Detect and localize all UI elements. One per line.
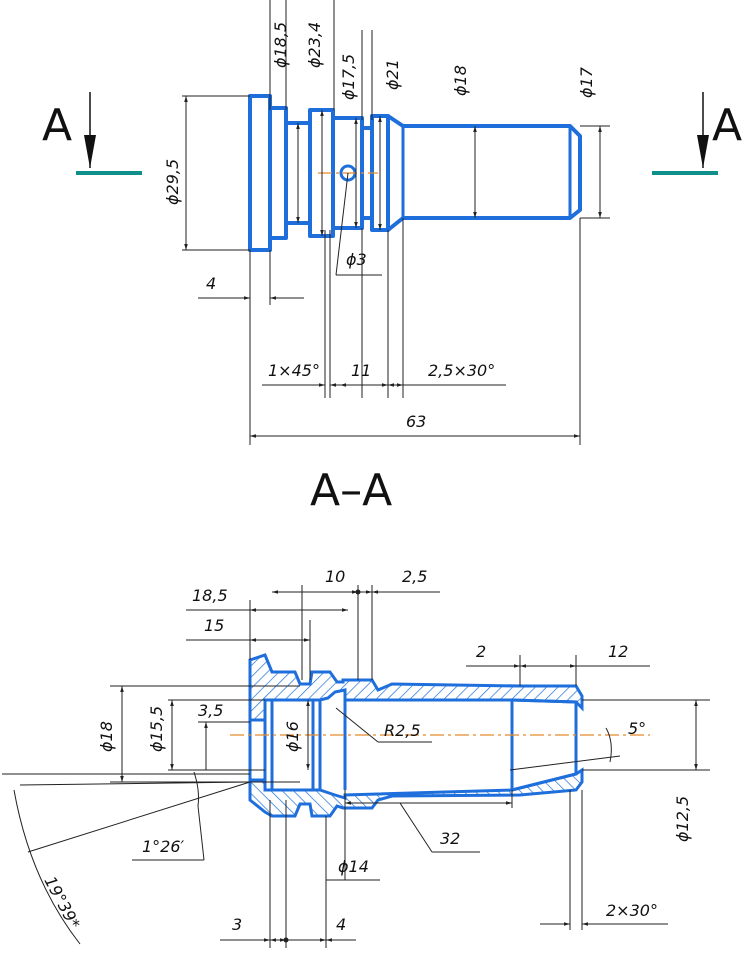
dim-chamfer-2x30-group: 2×30°	[540, 901, 668, 926]
marker-right-arrow-head	[697, 135, 709, 168]
angle-lines-section: 1°26′ 19°39*	[2, 771, 251, 945]
angle-5: 5°	[509, 719, 646, 771]
dim-len-10: 10	[325, 567, 345, 586]
dim-d3: ϕ3	[346, 250, 367, 269]
dim-chamfer-2-5x30: 2,5×30°	[428, 361, 495, 380]
dim-d12-5: ϕ12,5	[673, 796, 692, 842]
top-view: A A	[42, 0, 742, 445]
dim-ang-1-26: 1°26′	[142, 837, 185, 856]
dim-d18-5: ϕ18,5	[271, 22, 290, 68]
dim-section-len-4: 4	[336, 915, 346, 934]
part-outline-top	[248, 94, 582, 252]
dim-len-12: 12	[608, 642, 628, 661]
dim-d29-5: ϕ29,5	[163, 159, 182, 205]
diameter-dims-section: ϕ18 ϕ15,5 3,5 ϕ16 ϕ12,5	[97, 686, 698, 842]
dim-32: 32	[345, 801, 512, 853]
length-dims-section-bottom: 3 4	[220, 915, 356, 943]
dim-len-3-5: 3,5	[198, 701, 223, 720]
dim-d17-5: ϕ17,5	[339, 54, 358, 100]
section-title: A–A	[310, 465, 392, 516]
dim-d16: ϕ16	[283, 721, 302, 752]
diameter-dims-top: ϕ29,5 ϕ18,5 ϕ23,4 ϕ17,5 ϕ21 ϕ18 ϕ17	[163, 22, 602, 250]
dim-section-d18: ϕ18	[97, 721, 116, 752]
dim-d14-group: ϕ14	[326, 790, 380, 881]
dim-ang-5: 5°	[628, 719, 646, 738]
dim-len-32: 32	[440, 829, 460, 848]
leader-r2-5: R2,5	[335, 707, 432, 743]
section-marker-left: A	[42, 92, 142, 175]
length-dims-top: 4 1×45° 11 2,5×30° 63	[198, 274, 580, 438]
dim-chamfer-2x30: 2×30°	[606, 901, 658, 920]
section-marker-right: A	[652, 92, 742, 175]
extension-lines-top	[182, 0, 610, 445]
section-hatched-wall	[248, 653, 584, 818]
dim-len-2: 2	[476, 642, 486, 661]
dim-chamfer-1x45: 1×45°	[268, 361, 320, 380]
section-letter-left: A	[42, 100, 72, 151]
dim-d14: ϕ14	[338, 857, 369, 876]
dim-len-63: 63	[406, 412, 426, 431]
length-dims-section-top: 10 2,5 18,5 15 2 12	[186, 567, 650, 668]
extension-lines-section	[110, 585, 710, 948]
dim-d18: ϕ18	[451, 65, 470, 96]
dim-d23-4: ϕ23,4	[305, 22, 324, 68]
dim-len-18-5: 18,5	[192, 586, 228, 605]
section-view: 10 2,5 18,5 15 2 12 ϕ18 ϕ15,5 3,5	[2, 567, 710, 948]
section-letter-right: A	[712, 100, 742, 151]
dim-len-4: 4	[206, 274, 216, 293]
dim-len-11: 11	[351, 361, 371, 380]
dim-r2-5: R2,5	[384, 721, 421, 740]
dim-len-2-5: 2,5	[402, 567, 427, 586]
leader-d3: ϕ3	[335, 172, 382, 276]
dim-ang-19-39: 19°39*	[40, 873, 83, 932]
dim-d21: ϕ21	[383, 59, 402, 90]
dim-len-15: 15	[204, 616, 224, 635]
dim-d17: ϕ17	[577, 66, 596, 98]
dim-len-3: 3	[232, 915, 242, 934]
dim-d15-5: ϕ15,5	[147, 706, 166, 752]
marker-left-arrow-head	[84, 135, 96, 168]
